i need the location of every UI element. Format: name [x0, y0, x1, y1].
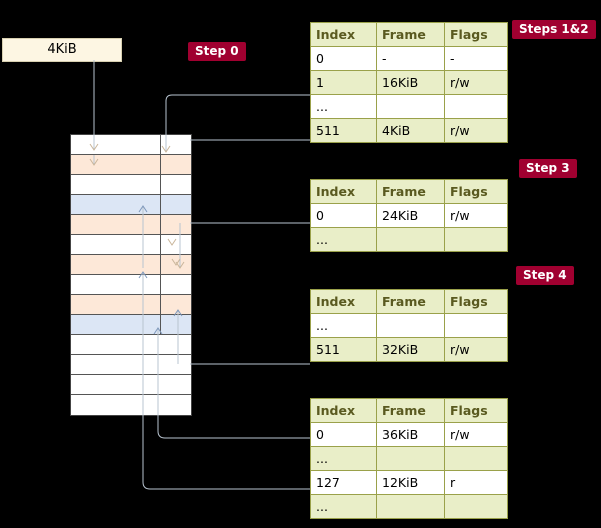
memory-cell: [71, 235, 191, 255]
table-cell: 511: [310, 118, 377, 143]
table-cell: 127: [310, 470, 377, 495]
table-cell: ...: [310, 227, 377, 252]
table-cell: r/w: [444, 203, 508, 228]
table-cell: ...: [310, 446, 377, 471]
table-cell: [376, 227, 445, 252]
memory-cell: [71, 215, 191, 235]
table-cell: -: [444, 46, 508, 71]
table-cell: r/w: [444, 118, 508, 143]
memory-cell: [71, 335, 191, 355]
memory-cell: [71, 175, 191, 195]
column-header-index: Index: [310, 398, 377, 423]
table-cell: r/w: [444, 70, 508, 95]
table-cell: [444, 227, 508, 252]
memory-cell: [71, 375, 191, 395]
table-cell: [376, 94, 445, 119]
table-cell: r/w: [444, 337, 508, 362]
table-cell: [444, 313, 508, 338]
table-row: ...: [310, 446, 508, 471]
table-cell: [376, 494, 445, 519]
table-cell: ...: [310, 313, 377, 338]
table-cell: [444, 94, 508, 119]
table-cell: [444, 446, 508, 471]
table-cell: 36KiB: [376, 422, 445, 447]
table-cell: [376, 446, 445, 471]
table-cell: 0: [310, 203, 377, 228]
table-cell: [444, 494, 508, 519]
column-header-flags: Flags: [444, 398, 508, 423]
table-row: ...: [310, 313, 508, 338]
label-step-0: Step 0: [188, 42, 246, 61]
column-header-frame: Frame: [376, 398, 445, 423]
memory-cell: [71, 395, 191, 415]
column-header-frame: Frame: [376, 22, 445, 47]
column-header-flags: Flags: [444, 179, 508, 204]
memory-cell: [71, 135, 191, 155]
table-cell: ...: [310, 494, 377, 519]
table-cell: -: [376, 46, 445, 71]
memory-cell: [71, 355, 191, 375]
table-cell: 1: [310, 70, 377, 95]
table-row: ...: [310, 227, 508, 252]
table-row: 0--: [310, 46, 508, 71]
table-cell: [376, 313, 445, 338]
label-step-3: Step 3: [519, 159, 577, 178]
table-cell: 511: [310, 337, 377, 362]
column-header-index: Index: [310, 179, 377, 204]
table-cell: ...: [310, 94, 377, 119]
memory-cell: [71, 255, 191, 275]
memory-column-divider: [160, 134, 191, 334]
table-cell: 4KiB: [376, 118, 445, 143]
page-box-4kib: 4KiB: [2, 38, 122, 62]
label-step-4: Step 4: [516, 266, 574, 285]
column-header-frame: Frame: [376, 289, 445, 314]
table-cell: 24KiB: [376, 203, 445, 228]
table-cell: 16KiB: [376, 70, 445, 95]
memory-cell: [71, 195, 191, 215]
table-row: ...: [310, 494, 508, 519]
table-row: ...: [310, 94, 508, 119]
table-cell: 0: [310, 46, 377, 71]
column-header-index: Index: [310, 289, 377, 314]
table-cell: 12KiB: [376, 470, 445, 495]
column-header-frame: Frame: [376, 179, 445, 204]
column-header-flags: Flags: [444, 22, 508, 47]
memory-cell: [71, 155, 191, 175]
label-steps-1-2: Steps 1&2: [512, 20, 596, 39]
table-cell: r/w: [444, 422, 508, 447]
table-cell: 32KiB: [376, 337, 445, 362]
table-cell: 0: [310, 422, 377, 447]
table-cell: r: [444, 470, 508, 495]
column-header-flags: Flags: [444, 289, 508, 314]
column-header-index: Index: [310, 22, 377, 47]
